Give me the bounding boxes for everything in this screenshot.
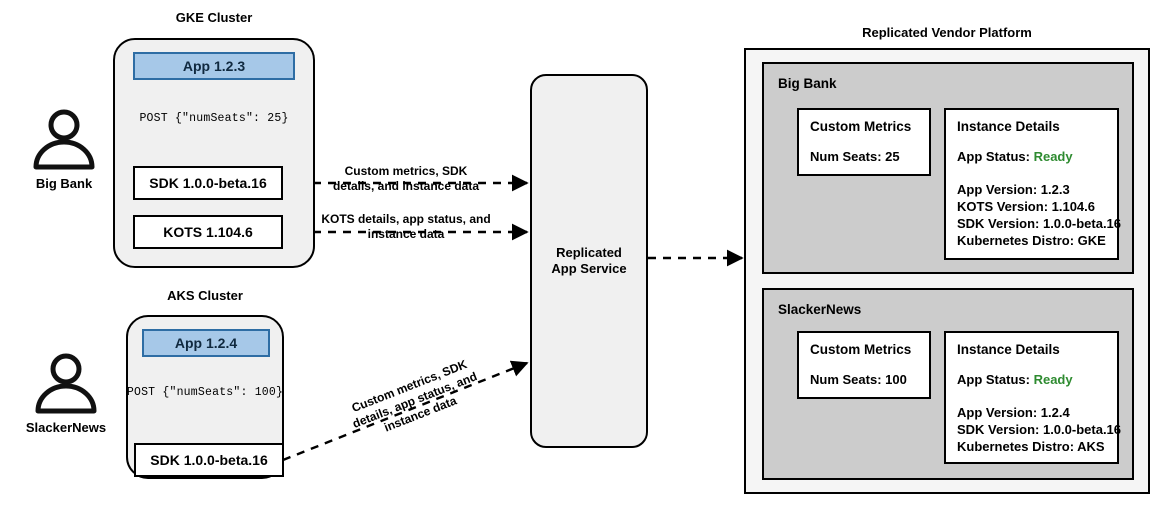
detail-row: SDK Version: 1.0.0-beta.16	[957, 216, 1122, 231]
gke-kots-label: KOTS 1.104.6	[163, 224, 253, 240]
custom-metrics-card-big-bank[interactable]: Custom Metrics Num Seats: 25	[797, 108, 931, 176]
gke-app-label: App 1.2.3	[182, 58, 246, 74]
app-status-row: App Status: Ready	[957, 148, 1117, 165]
replicated-app-service-box[interactable]: Replicated App Service	[530, 74, 648, 448]
gke-post-label: POST {"numSeats": 25}	[139, 112, 289, 125]
aks-app-label: App 1.2.4	[174, 335, 238, 351]
gke-sdk-box[interactable]: SDK 1.0.0-beta.16	[133, 166, 283, 200]
detail-row: App Version: 1.2.3	[957, 182, 1070, 197]
tenant-name: Big Bank	[778, 76, 837, 91]
custom-metrics-card-slackernews[interactable]: Custom Metrics Num Seats: 100	[797, 331, 931, 399]
customer-name: SlackerNews	[25, 420, 107, 435]
edge-label-line2: details, and instance data	[332, 179, 480, 193]
platform-title: Replicated Vendor Platform	[862, 25, 1032, 40]
status-badge: Ready	[1033, 149, 1073, 164]
edge-label-line2: instance data	[367, 227, 445, 241]
gke-kots-box[interactable]: KOTS 1.104.6	[133, 215, 283, 249]
edge-label-kots-to-service: KOTS details, app status, and instance d…	[310, 212, 502, 242]
status-badge: Ready	[1033, 372, 1073, 387]
app-status-label: App Status:	[957, 372, 1030, 387]
replicated-app-service-label: Replicated App Service	[551, 245, 626, 277]
edge-label-line1: Custom metrics, SDK	[344, 164, 468, 178]
gke-app-box[interactable]: App 1.2.3	[133, 52, 295, 80]
detail-row: App Version: 1.2.4	[957, 405, 1070, 420]
app-status-row: App Status: Ready	[957, 371, 1117, 388]
customer-slackernews: SlackerNews	[14, 352, 118, 436]
edge-label-line1: KOTS details, app status, and	[321, 212, 491, 226]
instance-details-title: Instance Details	[957, 119, 1060, 134]
aks-sdk-box[interactable]: SDK 1.0.0-beta.16	[134, 443, 284, 477]
custom-metrics-row: Num Seats: 100	[810, 372, 907, 387]
service-line1: Replicated	[556, 245, 622, 260]
instance-details-card-slackernews[interactable]: Instance Details App Status: Ready App V…	[944, 331, 1122, 464]
instance-details-rows: App Version: 1.2.4 SDK Version: 1.0.0-be…	[957, 404, 1122, 455]
person-icon	[35, 353, 97, 414]
customer-big-bank: Big Bank	[22, 108, 106, 192]
service-line2: App Service	[551, 261, 627, 276]
detail-row: KOTS Version: 1.104.6	[957, 199, 1096, 214]
app-status-label: App Status:	[957, 149, 1030, 164]
custom-metrics-title: Custom Metrics	[810, 119, 912, 134]
aks-app-box[interactable]: App 1.2.4	[142, 329, 270, 357]
aks-post-label: POST {"numSeats": 100}	[126, 386, 284, 399]
tenant-name: SlackerNews	[778, 302, 862, 317]
detail-row: SDK Version: 1.0.0-beta.16	[957, 422, 1122, 437]
gke-sdk-label: SDK 1.0.0-beta.16	[149, 175, 267, 191]
custom-metrics-row: Num Seats: 25	[810, 149, 900, 164]
instance-details-card-big-bank[interactable]: Instance Details App Status: Ready App V…	[944, 108, 1122, 260]
customer-name: Big Bank	[35, 176, 93, 191]
instance-details-title: Instance Details	[957, 342, 1060, 357]
custom-metrics-title: Custom Metrics	[810, 342, 912, 357]
instance-details-rows: App Version: 1.2.3 KOTS Version: 1.104.6…	[957, 181, 1122, 249]
detail-row: Kubernetes Distro: GKE	[957, 233, 1106, 248]
person-icon	[33, 109, 95, 170]
gke-cluster-title: GKE Cluster	[175, 10, 253, 25]
aks-sdk-label: SDK 1.0.0-beta.16	[150, 452, 268, 468]
detail-row: Kubernetes Distro: AKS	[957, 439, 1105, 454]
edge-label-sdk-to-service: Custom metrics, SDK details, and instanc…	[326, 164, 486, 194]
aks-cluster-title: AKS Cluster	[167, 288, 243, 303]
